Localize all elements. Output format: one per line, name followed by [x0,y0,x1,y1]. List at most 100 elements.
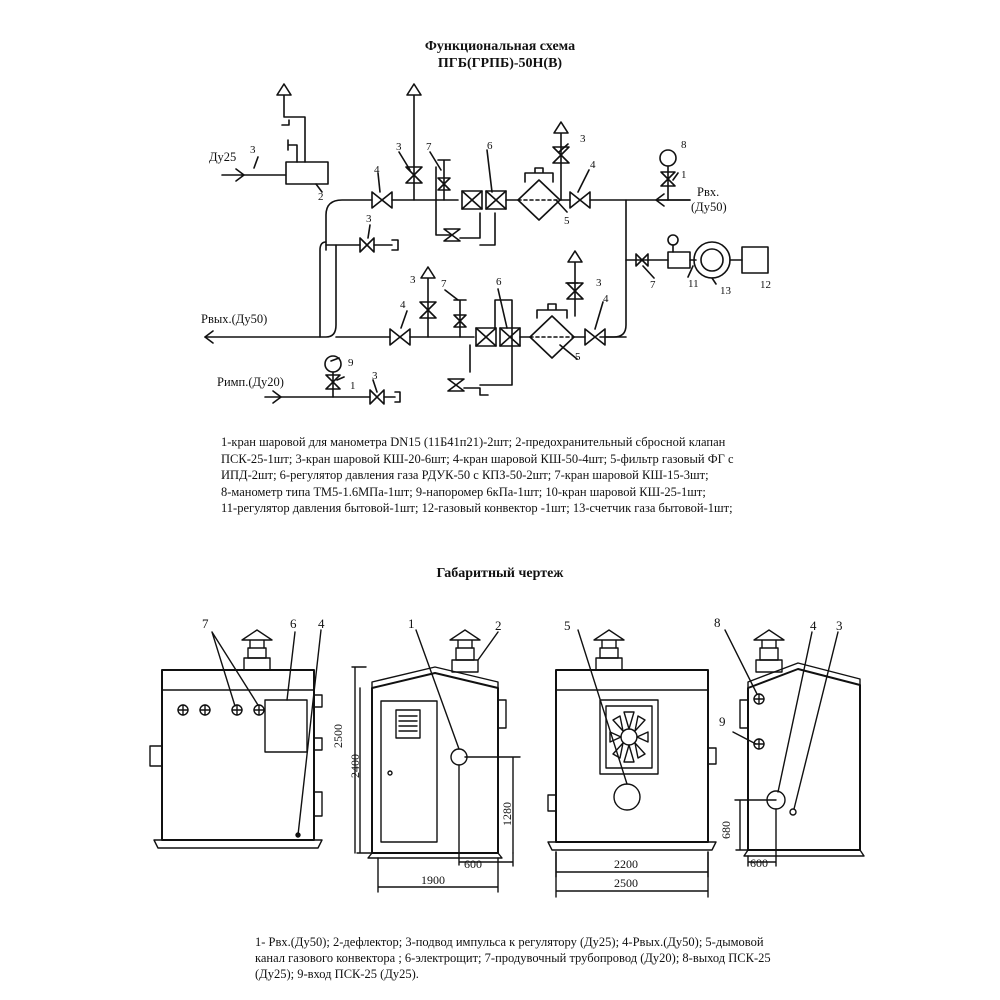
schema-legend: 1-кран шаровой для манометра DN15 (11Б41… [221,434,734,517]
gauge-9 [324,355,342,373]
drawing-title: Габаритный чертеж [436,566,564,581]
lower-impulse-end [463,387,489,396]
view-right [724,629,865,867]
dim-1280: 1280 [500,802,514,826]
lower-filter-ipd [536,303,568,319]
svg-text:8: 8 [714,615,721,630]
svg-text:12: 12 [760,279,771,291]
branch-valve-7 [635,253,649,267]
label-rimp: Римп.(Ду20) [217,375,284,389]
dim-2200: 2200 [614,857,638,871]
svg-text:2: 2 [318,191,324,203]
svg-text:4: 4 [590,159,596,171]
upper-regulator-6a [461,190,483,210]
svg-text:4: 4 [374,164,380,176]
svg-text:3: 3 [580,133,586,145]
upper-filter-ipd [524,167,554,183]
drawing-legend: 1- Рвх.(Ду50); 2-дефлектор; 3-подвод имп… [255,934,771,982]
view-front [351,629,521,893]
svg-text:3: 3 [372,370,378,382]
svg-text:6: 6 [290,616,297,631]
callout-leaders [253,143,717,393]
label-rvyh: Рвых.(Ду50) [201,312,268,326]
lower-valve-4-right [584,328,606,346]
svg-text:7: 7 [426,141,432,153]
inlet-du25-arrow [221,168,245,182]
svg-text:11: 11 [688,278,699,290]
label-du25: Ду25 [209,150,237,164]
gauge-valve-1-upper [660,165,676,201]
upper-valve-4-right [569,191,591,209]
impulse-tubes [459,212,496,246]
gas-meter-13-inner [700,248,724,272]
dim-2500: 2500 [331,724,345,748]
dim-2400: 2400 [348,754,362,778]
drawing-legend-line: канал газового конвектора ; 6-электрощит… [255,951,771,965]
vent-valve-3 [405,166,423,184]
svg-text:7: 7 [202,616,209,631]
outlet-arrow [204,330,214,344]
schema-legend-line: 8-манометр типа ТМ5-1.6МПа-1шт; 9-напоро… [221,484,706,499]
gauge-valve-1-lower [325,374,341,390]
schema-title-line2: ПГБ(ГРПБ)-50Н(В) [437,56,563,71]
impulse-cap [394,391,401,403]
drawing-legend-line: (Ду25); 9-вход ПСК-25 (Ду25). [255,967,419,981]
lower-vent-valve [419,301,437,319]
schema-title-line1: Функциональная схема [424,39,576,54]
svg-text:1: 1 [350,380,356,392]
label-rvh-du: (Ду50) [691,200,727,214]
lower-vent-right [567,250,583,317]
impulse-line-upper [435,166,453,236]
lower-regulator-6a [475,327,497,347]
svg-text:4: 4 [318,616,325,631]
svg-text:9: 9 [719,714,726,729]
svg-text:3: 3 [250,144,256,156]
dim-680: 680 [719,821,733,839]
purge-valve-7 [437,159,451,201]
lower-vent-left [420,266,436,338]
lower-regulator-cross [475,327,521,347]
upper-regulator-cross [461,190,507,210]
lower-impulse-valve [447,378,465,392]
schema-legend-line: 11-регулятор давления бытовой-1шт; 12-га… [221,501,733,516]
schema-legend-line: ИПД-2шт; 6-регулятор давления газа РДУК-… [221,468,709,483]
lower-valve-4-left [389,328,411,346]
impulse-valve [443,228,461,242]
dim-2500-width: 2500 [614,876,638,890]
dim-600-side: 600 [750,856,768,870]
impulse-valve-3 [369,389,385,405]
view-left [149,629,323,849]
outlet-pipe [204,244,337,338]
psk-vent-pipe [276,83,306,163]
impulse-arrow [272,390,282,404]
label-rvh: Рвх. [697,185,720,199]
gas-convector-12 [741,246,769,274]
schema-legend-line: ПСК-25-1шт; 3-кран шаровой КШ-20-6шт; 4-… [221,451,734,466]
svg-text:3: 3 [410,274,416,286]
vent-pipe-right [553,121,569,201]
lower-impulse-tubes [469,299,513,386]
svg-text:13: 13 [720,285,732,297]
svg-text:4: 4 [603,293,609,305]
svg-text:4: 4 [400,299,406,311]
svg-text:4: 4 [810,618,817,633]
svg-text:1: 1 [681,169,687,181]
inlet-arrow [655,193,691,207]
bypass-valve-3 [359,237,375,253]
svg-text:3: 3 [596,277,602,289]
schema-legend-line: 1-кран шаровой для манометра DN15 (11Б41… [221,435,726,449]
svg-text:3: 3 [396,141,402,153]
bypass-cap [391,239,399,251]
svg-text:6: 6 [487,140,493,152]
dim-600-front: 600 [464,857,482,871]
svg-text:5: 5 [564,215,570,227]
view-back [547,629,717,898]
lower-purge-valve-7 [453,299,467,338]
svg-text:6: 6 [496,276,502,288]
svg-text:5: 5 [564,618,571,633]
drawing-legend-line: 1- Рвх.(Ду50); 2-дефлектор; 3-подвод имп… [255,935,764,949]
svg-text:9: 9 [348,357,354,369]
